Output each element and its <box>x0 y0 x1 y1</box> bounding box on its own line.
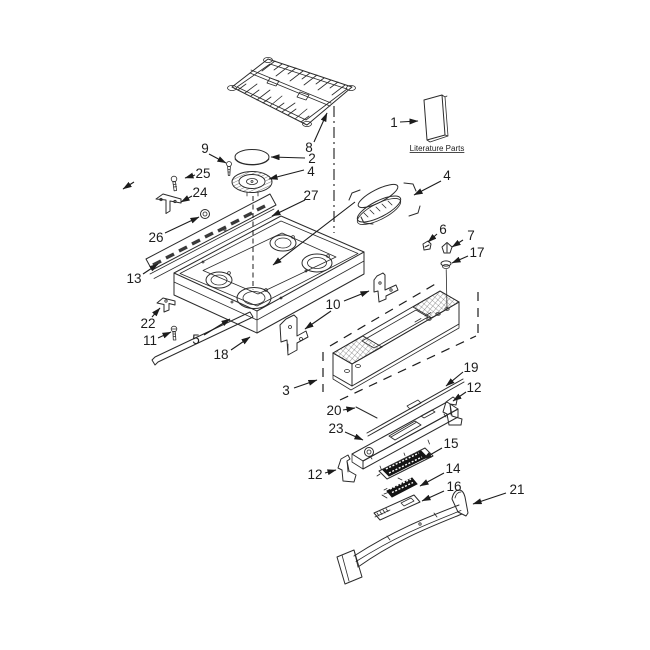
callout-22-label: 22 <box>140 316 155 331</box>
callout-leader-lines <box>122 112 507 505</box>
callout-4-label: 4 <box>307 164 315 179</box>
front-rail-illustration <box>151 311 254 366</box>
bottom-trim-illustration <box>336 489 469 585</box>
callout-6-label: 6 <box>439 222 447 237</box>
support-brackets-10-illustration <box>279 272 399 356</box>
callout-11-label: 11 <box>143 333 157 348</box>
burner-grate-illustration <box>227 57 356 128</box>
callout-16-label: 16 <box>446 479 461 494</box>
callout-21-label: 21 <box>509 482 524 497</box>
callout-18-label: 18 <box>213 347 228 362</box>
callout-1-label: 1 <box>390 115 398 130</box>
callout-19-label: 19 <box>463 360 478 375</box>
keypad-block-illustration <box>381 477 418 499</box>
callout-9-label: 9 <box>201 141 209 156</box>
callout-5-label: 5 <box>192 332 200 347</box>
callout-20-label: 20 <box>326 403 341 418</box>
cooktop-illustration <box>173 215 365 334</box>
callout-15-label: 15 <box>443 436 458 451</box>
orifice-parts-illustration <box>422 240 453 309</box>
callout-numbers: 1 9 8 2 4 25 24 27 4 26 6 7 17 13 10 22 … <box>126 115 524 497</box>
callout-27-label: 27 <box>303 188 318 203</box>
clip-and-screw-illustration <box>156 297 178 341</box>
callout-12-left-label: 12 <box>307 467 322 482</box>
callout-26-label: 26 <box>148 230 163 245</box>
callout-10-label: 10 <box>325 297 340 312</box>
end-plate-illustration <box>373 494 421 521</box>
left-fasteners-illustration <box>155 175 210 219</box>
round-burner-illustration <box>226 149 273 197</box>
control-panel-illustration <box>351 399 459 471</box>
burner-box-illustration <box>322 282 479 401</box>
callout-3-label: 3 <box>282 383 290 398</box>
callout-13-label: 13 <box>126 271 141 286</box>
callout-25-label: 25 <box>195 166 210 181</box>
callout-12-right-label: 12 <box>466 380 481 395</box>
literature-parts-label: Literature Parts <box>410 144 465 153</box>
callout-2-label: 2 <box>308 151 316 166</box>
callout-7-label: 7 <box>467 228 475 243</box>
callout-8-label: 8 <box>305 140 313 155</box>
callout-24-label: 24 <box>192 185 208 200</box>
callout-14-label: 14 <box>445 461 461 476</box>
callout-23-label: 23 <box>328 421 343 436</box>
oval-burner-illustration <box>348 182 421 225</box>
projection-lines <box>252 106 356 290</box>
callout-17-label: 17 <box>469 245 484 260</box>
callout-4b-label: 4 <box>443 168 451 183</box>
literature-book-illustration: Literature Parts <box>410 94 465 153</box>
